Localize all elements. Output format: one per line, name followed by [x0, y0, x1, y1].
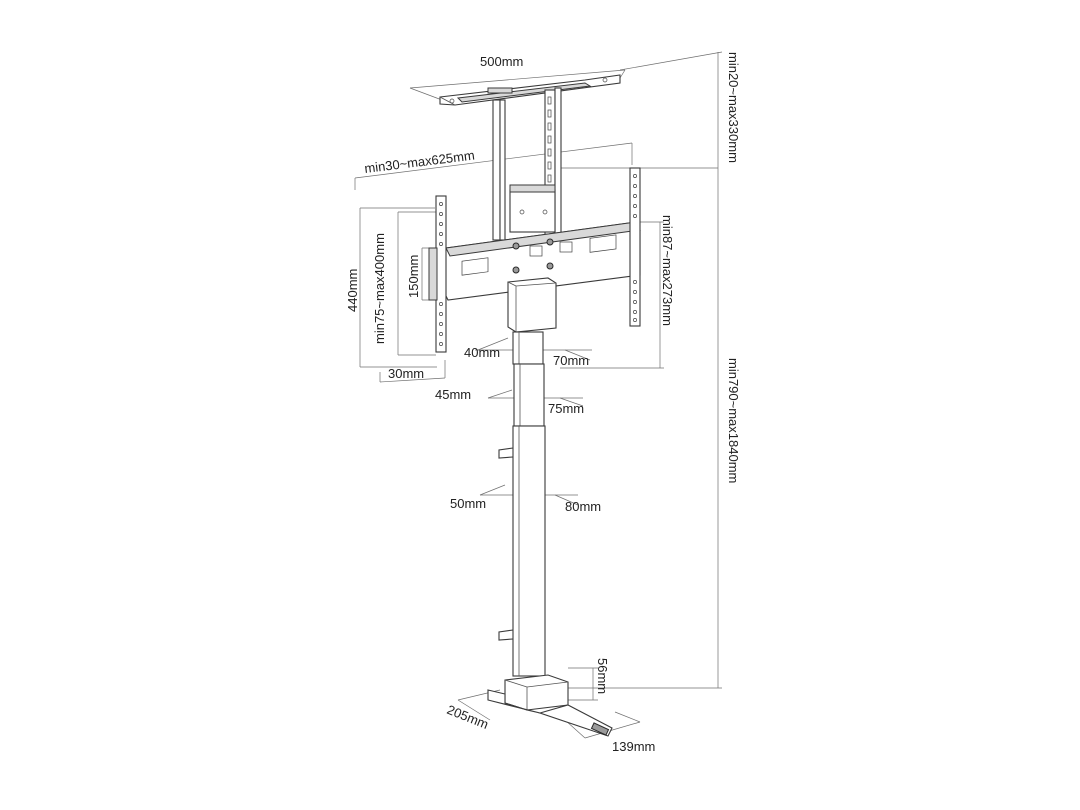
label-upper-column-depth: 40mm	[464, 345, 500, 360]
label-lower-column-depth: 50mm	[450, 496, 486, 511]
label-total-height: min790~max1840mm	[726, 358, 741, 483]
plate-cutouts	[461, 234, 617, 276]
label-ceiling-drop: min20~max330mm	[726, 52, 741, 163]
right-vertical-strip	[629, 167, 641, 327]
tv-mount-plate	[443, 221, 641, 301]
label-middle-column-depth: 45mm	[435, 387, 471, 402]
label-upper-column-width: 70mm	[553, 353, 589, 368]
rail-slots	[547, 96, 552, 183]
label-lower-column-width: 80mm	[565, 499, 601, 514]
strip-holes-right	[633, 174, 637, 322]
ceiling-plate	[439, 74, 621, 106]
telescopic-column	[487, 277, 613, 737]
label-base-width: 139mm	[612, 739, 655, 754]
upper-rails	[492, 87, 562, 241]
strip-holes-left	[439, 202, 443, 346]
label-bracket-depth: min87~max273mm	[660, 215, 675, 326]
label-bracket-height: 440mm	[345, 269, 360, 312]
label-arm-extension: min30~max625mm	[364, 148, 476, 176]
label-bracket-strip-width: 30mm	[388, 366, 424, 381]
label-middle-column-width: 75mm	[548, 401, 584, 416]
left-vertical-strip	[428, 195, 447, 353]
label-ceiling-plate-width: 500mm	[480, 54, 523, 69]
label-base-height: 56mm	[595, 658, 610, 694]
label-vesa-vertical: min75~max400mm	[372, 233, 387, 344]
labels: 500mm min20~max330mm min30~max625mm 440m…	[345, 52, 741, 754]
label-vesa-small: 150mm	[406, 255, 421, 298]
